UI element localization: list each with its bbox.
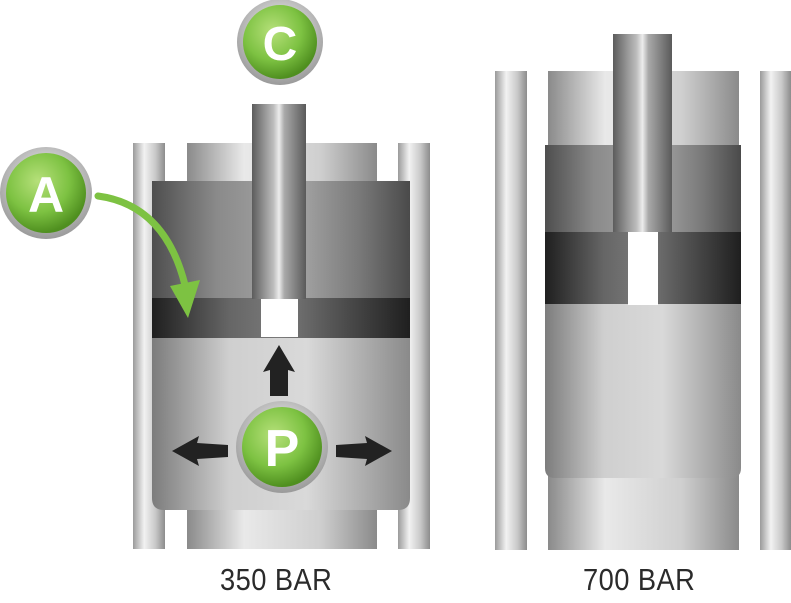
right-wall-outer [760, 71, 791, 550]
arrow-left-icon [172, 436, 228, 466]
arrow-up-icon [263, 345, 295, 396]
badge-a-label: A [28, 167, 64, 223]
badge-c-label: C [263, 18, 298, 71]
badge-p-label: P [265, 420, 300, 478]
bottom-cap [548, 472, 739, 550]
rod-bore [628, 232, 658, 305]
cylinder-700-bar [495, 34, 791, 550]
curved-arrow-icon [94, 192, 200, 318]
pressure-chamber [545, 304, 741, 478]
badge-c: C [237, 0, 323, 85]
rod-bore [261, 299, 298, 337]
caption-700-bar: 700 BAR [583, 562, 696, 597]
arrow-right-icon [336, 436, 392, 466]
piston-rod [252, 104, 306, 299]
bottom-cap [187, 508, 377, 549]
piston-rod [613, 34, 672, 232]
badge-a: A [0, 147, 92, 239]
badge-p: P [236, 401, 328, 493]
caption-350-bar: 350 BAR [220, 562, 333, 597]
left-wall-outer [495, 71, 527, 550]
